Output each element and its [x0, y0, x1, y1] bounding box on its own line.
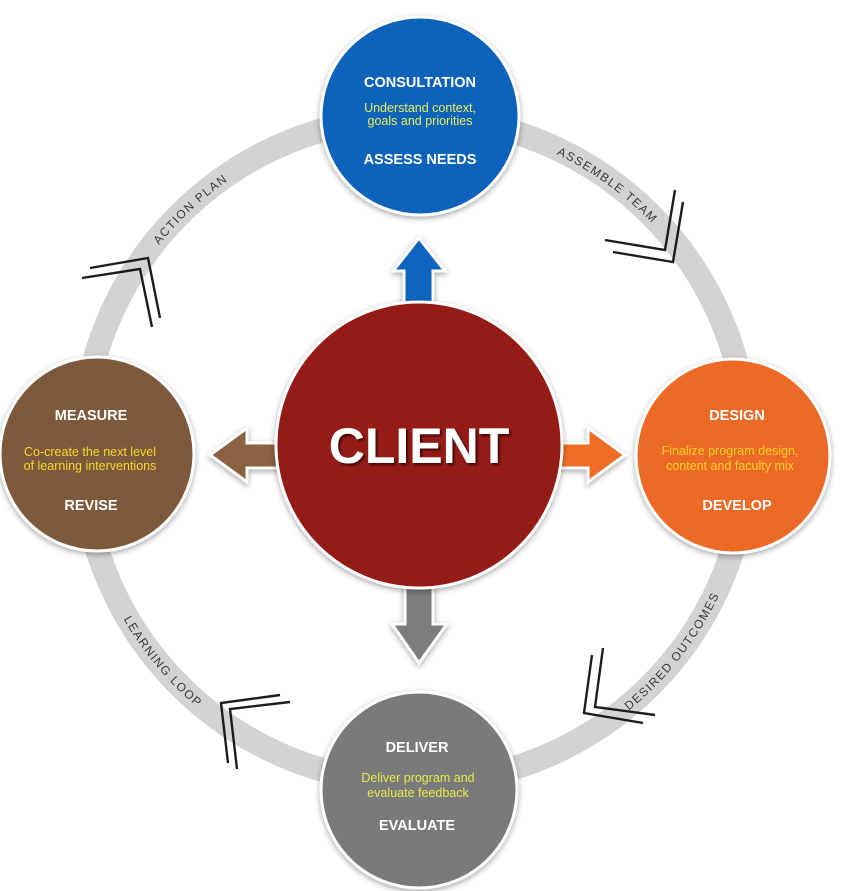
stage-consultation: CONSULTATION Understand context, goals a… [319, 15, 521, 217]
stage-subtitle: EVALUATE [379, 818, 455, 834]
stage-description-line: evaluate feedback [367, 786, 469, 800]
stage-deliver: DELIVER Deliver program and evaluate fee… [319, 690, 519, 890]
connector-label-learning-loop: LEARNING LOOP [121, 613, 205, 710]
arrow-down-icon [389, 580, 450, 666]
chevron-icon-bottom-right [582, 647, 656, 725]
client-circle [274, 300, 564, 590]
stage-title: DESIGN [709, 408, 765, 424]
connector-label-desired-outcomes: DESIRED OUTCOMES [622, 590, 723, 713]
stage-circle [319, 690, 519, 890]
connector-label-assemble-team: ASSEMBLE TEAM [555, 144, 660, 226]
stage-title: DELIVER [386, 740, 449, 756]
client-label: CLIENT [329, 418, 510, 474]
stage-description-line: Deliver program and [361, 771, 474, 785]
stage-circle [634, 357, 832, 555]
chevron-icon-top-right [604, 189, 685, 264]
arrow-left-icon [207, 425, 288, 485]
stage-subtitle: REVISE [64, 498, 118, 514]
stage-circle [0, 355, 196, 553]
stage-title: MEASURE [55, 408, 128, 424]
stage-description-line: Finalize program design, [662, 444, 799, 458]
stage-description-line: goals and priorities [368, 114, 473, 128]
stage-description-line: of learning interventions [24, 459, 157, 473]
stage-circle [319, 15, 521, 217]
chevron-icon-top-left [81, 256, 162, 328]
stage-description-line: content and faculty mix [666, 459, 795, 473]
stage-measure: MEASURE Co-create the next level of lear… [0, 355, 196, 553]
stage-title: CONSULTATION [364, 75, 476, 91]
stage-description-line: Co-create the next level [24, 445, 156, 459]
stage-subtitle: DEVELOP [702, 498, 772, 514]
connector-label-action-plan: ACTION PLAN [150, 171, 230, 247]
client-node: CLIENT [274, 300, 564, 590]
stage-description-line: Understand context, [364, 101, 476, 115]
stage-subtitle: ASSESS NEEDS [364, 152, 477, 168]
stage-design: DESIGN Finalize program design, content … [634, 357, 832, 555]
arrow-up-icon [389, 235, 449, 310]
chevron-icon-bottom-left [219, 693, 291, 770]
